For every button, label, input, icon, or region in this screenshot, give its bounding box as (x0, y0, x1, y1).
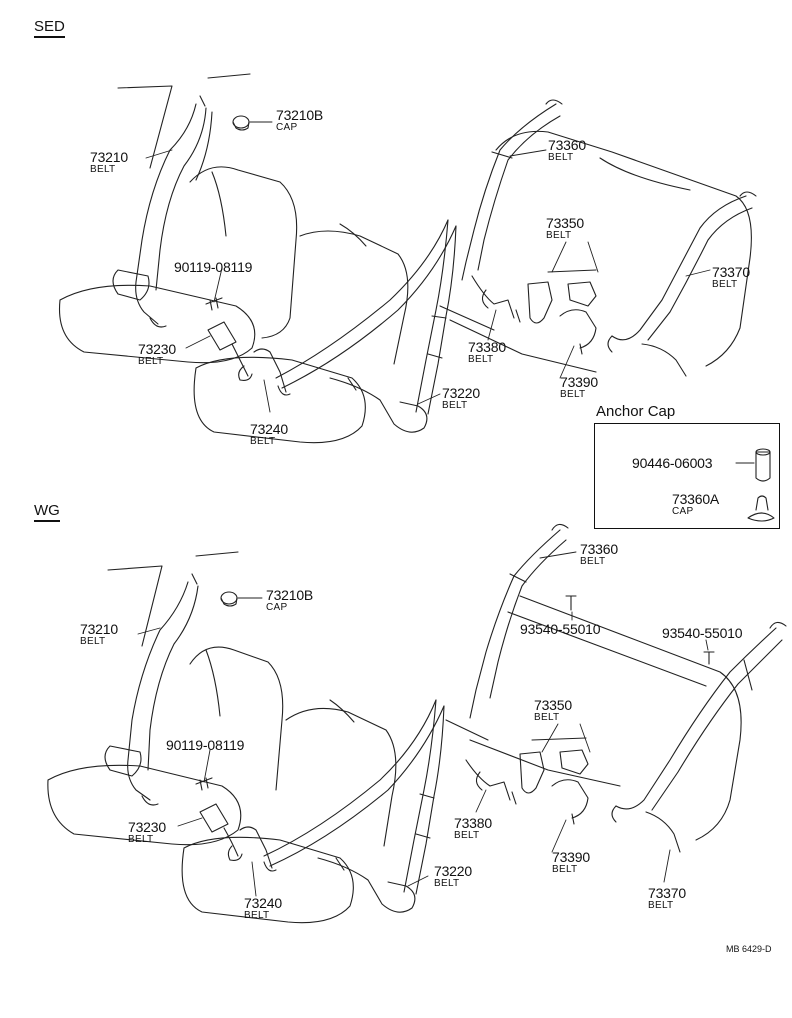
part-label: 93540-55010 (520, 621, 601, 637)
drawing-code: MB 6429-D (726, 944, 772, 954)
sed-illustration (58, 73, 757, 444)
section-label-sed: SED (34, 18, 65, 38)
part-label: 90119-08119 (166, 737, 245, 753)
cap-icon-sed (232, 115, 250, 131)
sed-leader-lines (145, 121, 711, 413)
wg-illustration (47, 523, 787, 924)
anchor-cap-box (594, 423, 780, 529)
cap-icon-wg (220, 591, 238, 607)
anchor-cap-parts (735, 448, 775, 522)
anchor-cap-title: Anchor Cap (596, 403, 676, 420)
wg-leader-lines (137, 551, 709, 897)
part-label: 90119-08119 (174, 259, 253, 275)
section-label-wg: WG (34, 502, 60, 522)
part-label: 93540-55010 (662, 625, 743, 641)
part-label: 90446-06003 (632, 455, 713, 471)
